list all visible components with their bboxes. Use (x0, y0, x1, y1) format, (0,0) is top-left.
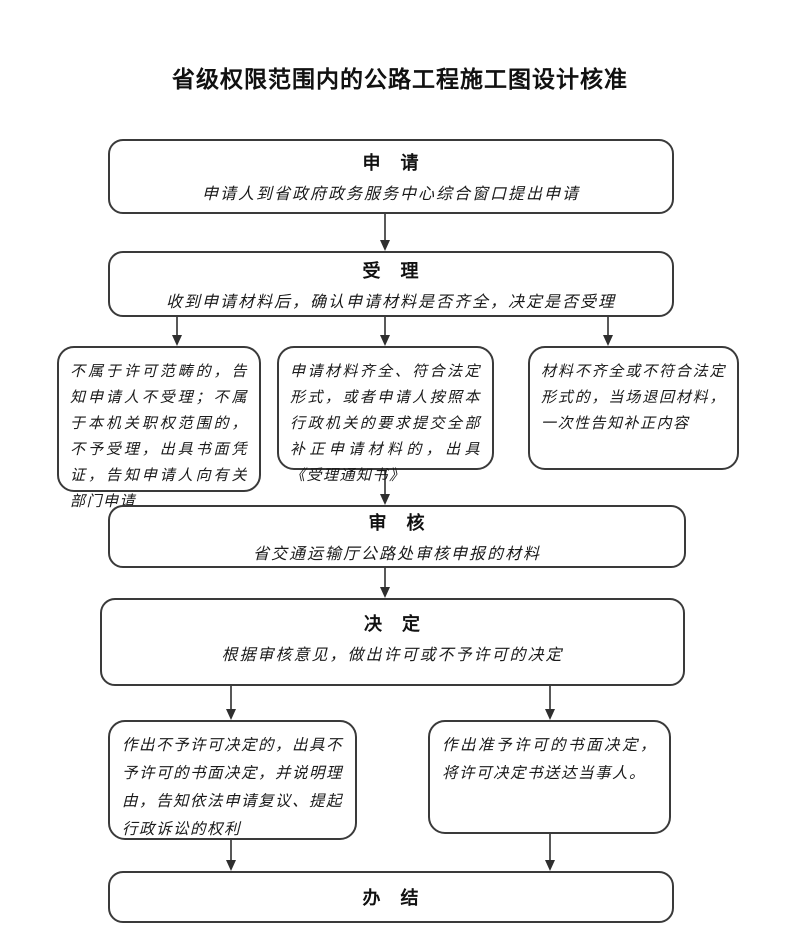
arrow-grant-to-finish (545, 834, 555, 871)
arrow-decide-to-deny (226, 686, 236, 720)
node-branch-deny: 作出不予许可决定的，出具不予许可的书面决定，并说明理由，告知依法申请复议、提起行… (108, 720, 357, 840)
node-finish-title: 办 结 (362, 888, 420, 908)
node-decide: 决 定 根据审核意见，做出许可或不予许可的决定 (100, 598, 685, 686)
page-title: 省级权限范围内的公路工程施工图设计核准 (172, 66, 628, 92)
node-branch-incomplete: 材料不齐全或不符合法定形式的，当场退回材料，一次性告知补正内容 (528, 346, 739, 470)
node-accept-title: 受 理 (362, 260, 420, 281)
node-finish: 办 结 (108, 871, 674, 923)
node-branch-not-accepted: 不属于许可范畴的，告知申请人不受理；不属于本机关职权范围的，不予受理，出具书面凭… (57, 346, 261, 510)
node-accept-desc: 收到申请材料后，确认申请材料是否齐全，决定是否受理 (165, 293, 616, 311)
arrow-accept-to-not-accepted (172, 317, 182, 346)
node-review: 审 核 省交通运输厅公路处审核申报的材料 (108, 505, 686, 568)
arrow-decide-to-grant (545, 686, 555, 720)
node-branch-grant: 作出准予许可的书面决定，将许可决定书送达当事人。 (428, 720, 671, 834)
arrow-review-to-decide (380, 568, 390, 598)
node-apply-title: 申 请 (362, 153, 420, 173)
node-review-desc: 省交通运输厅公路处审核申报的材料 (252, 546, 541, 563)
node-branch-accepted: 申请材料齐全、符合法定形式，或者申请人按照本行政机关的要求提交全部补正申请材料的… (277, 346, 494, 484)
node-decide-title: 决 定 (364, 614, 421, 634)
arrow-apply-to-accept (380, 214, 390, 251)
arrow-accept-to-accepted (380, 317, 390, 346)
arrow-accept-to-incomplete (603, 317, 613, 346)
node-accept: 受 理 收到申请材料后，确认申请材料是否齐全，决定是否受理 (108, 251, 674, 317)
node-apply: 申 请 申请人到省政府政务服务中心综合窗口提出申请 (108, 139, 674, 214)
node-decide-desc: 根据审核意见，做出许可或不予许可的决定 (221, 647, 564, 664)
arrow-deny-to-finish (226, 840, 236, 871)
node-apply-desc: 申请人到省政府政务服务中心综合窗口提出申请 (201, 186, 580, 203)
node-review-title: 审 核 (368, 513, 426, 533)
